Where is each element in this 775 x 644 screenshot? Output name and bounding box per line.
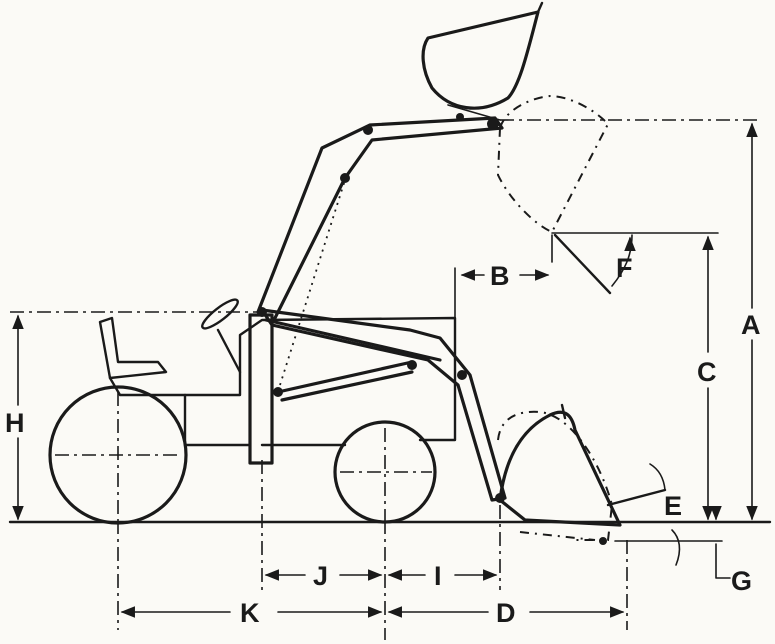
dimension-arrows [12, 122, 758, 618]
tractor [48, 298, 457, 525]
lowered-boom [260, 308, 507, 502]
steering-column [216, 328, 242, 374]
lowered-bucket [498, 410, 622, 527]
label-c: C [697, 357, 717, 387]
raised-cylinder [279, 179, 346, 386]
lowered-cylinder [276, 360, 414, 394]
loader-upright [248, 313, 274, 465]
label-b: B [490, 261, 510, 291]
steering-wheel [201, 298, 239, 330]
loader-lowered [257, 307, 622, 545]
seat [98, 316, 168, 380]
raised-bucket-dumped [496, 94, 610, 234]
label-g: G [731, 566, 752, 596]
label-f: F [616, 253, 633, 283]
label-j: J [313, 561, 328, 591]
label-e: E [664, 491, 682, 521]
label-h: H [5, 408, 25, 438]
lowered-bucket-dumped [497, 410, 614, 541]
label-k: K [240, 598, 260, 628]
raised-boom [256, 116, 504, 320]
label-d: D [496, 598, 516, 628]
label-a: A [741, 310, 761, 340]
dimension-labels: A B C D E F G H I J K [5, 253, 761, 628]
raised-bucket-rolled [421, 10, 540, 110]
loader-raised [256, 1, 610, 386]
label-i: I [434, 561, 442, 591]
reference-lines [10, 119, 771, 640]
